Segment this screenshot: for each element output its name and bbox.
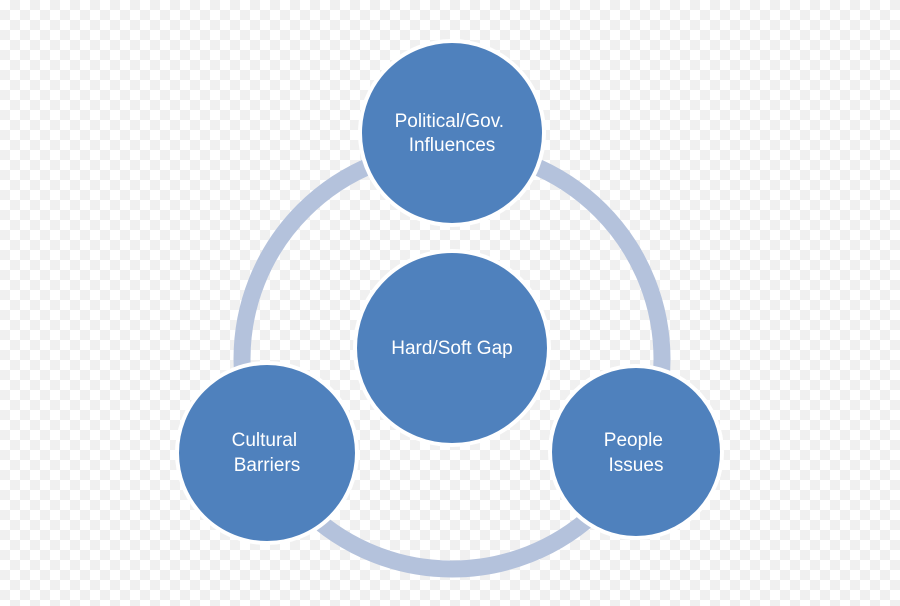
node-people-issues: People Issues (548, 364, 724, 540)
node-hard-soft-gap: Hard/Soft Gap (353, 249, 551, 447)
node-label-line1: Political/Gov. (395, 111, 504, 132)
node-label-line1: Hard/Soft Gap (391, 338, 512, 359)
node-label-line1: Cultural (232, 430, 297, 451)
node-political-influences: Political/Gov. Influences (358, 39, 546, 227)
svg-text:Political/Gov. Influen: Political/Gov. Influences (395, 111, 510, 156)
node-circle (358, 39, 546, 227)
node-circle (353, 249, 551, 447)
node-circle (175, 361, 359, 545)
node-label-line2: Issues (609, 455, 664, 476)
svg-text:People Issues: People Issues (604, 430, 668, 476)
node-cultural-barriers: Cultural Barriers (175, 361, 359, 545)
node-label-line1: People (604, 430, 663, 451)
node-label-line2: Influences (409, 135, 496, 156)
node-label-line2: Barriers (234, 455, 301, 476)
svg-text:Hard/Soft Gap: Hard/Soft Gap (391, 338, 512, 359)
node-circle (548, 364, 724, 540)
svg-text:Cultural Barriers: Cultural Barriers (232, 430, 303, 476)
